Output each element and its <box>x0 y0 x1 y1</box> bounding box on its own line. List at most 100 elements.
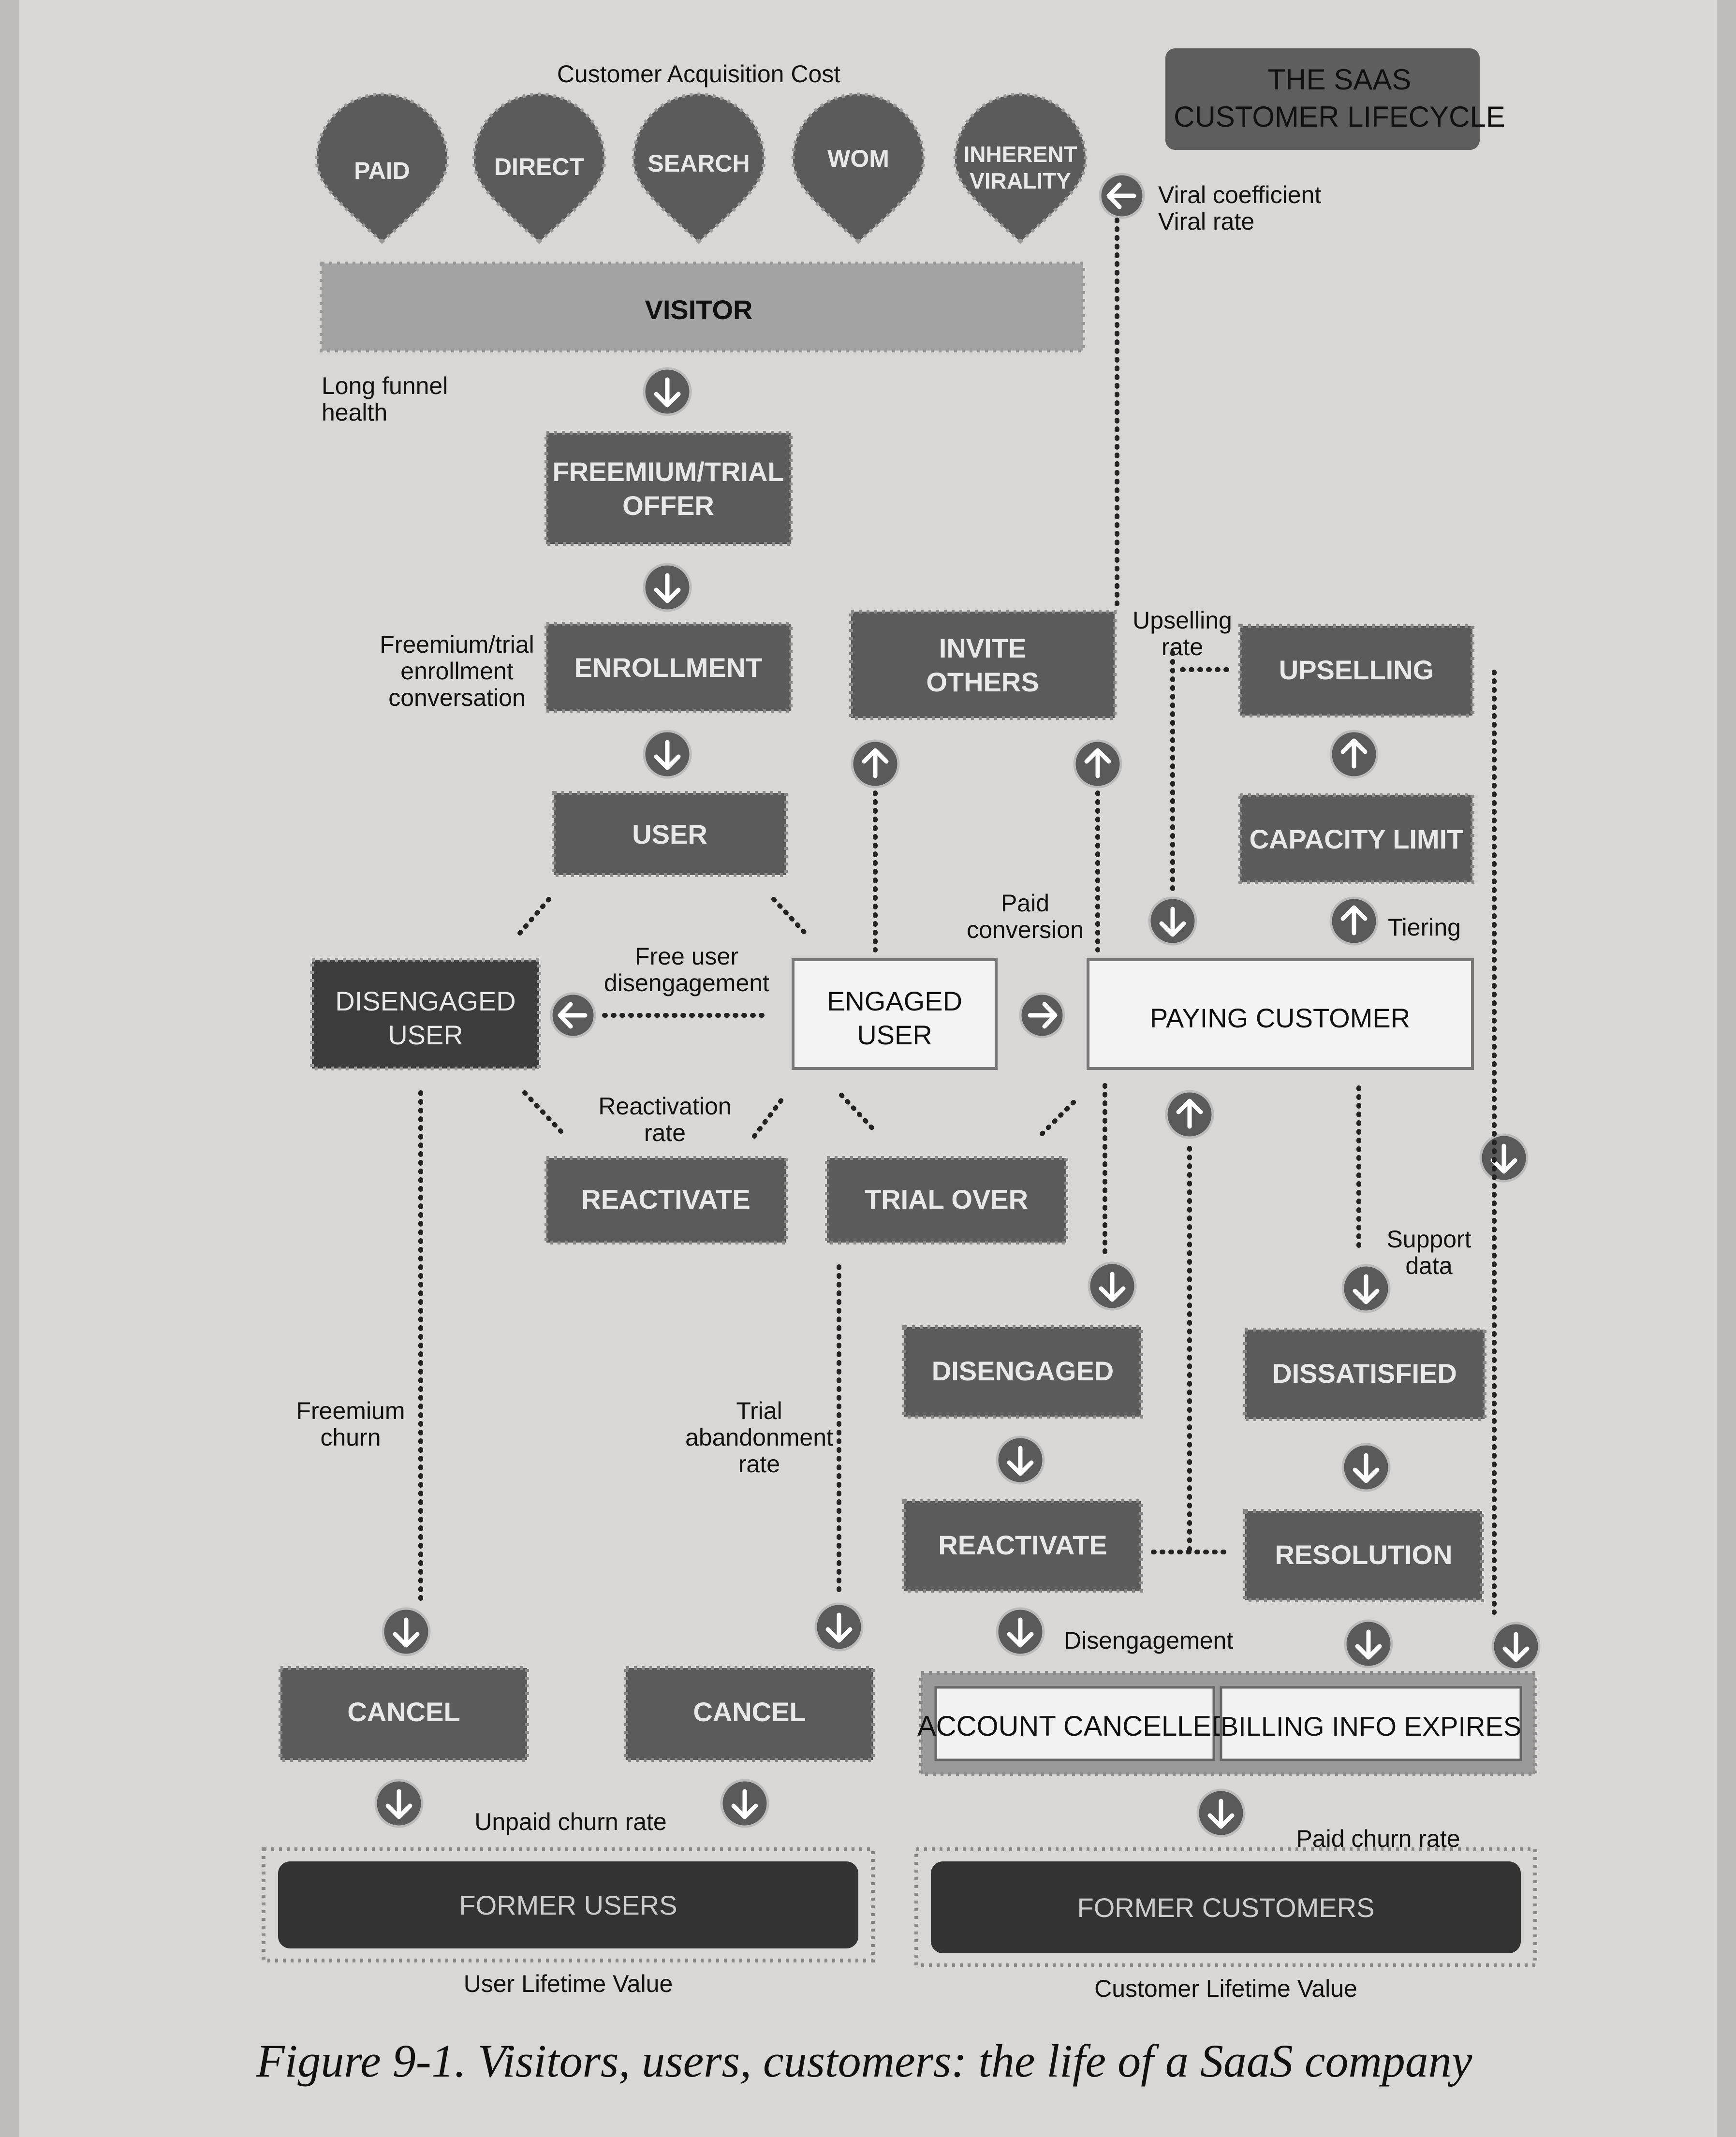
engaged-user-label-1: ENGAGED <box>827 986 962 1016</box>
trial-abandonment-label-3: rate <box>738 1450 780 1478</box>
freemium-churn-label-1: Freemium <box>296 1397 405 1424</box>
freemium-trial-offer-box: FREEMIUM/TRIAL OFFER <box>544 431 793 546</box>
arrow-down-icon <box>1491 1622 1541 1671</box>
paying-customer-label: PAYING CUSTOMER <box>1150 1003 1410 1033</box>
free-disengagement-label-2: disengagement <box>604 969 769 996</box>
engaged-user-label-2: USER <box>857 1020 932 1050</box>
channel-drop-direct: DIRECT <box>472 92 606 244</box>
reactivate-paid-label: REACTIVATE <box>938 1530 1107 1560</box>
viral-coefficient-label: Viral coefficient <box>1158 181 1321 208</box>
acquisition-cost-label: Customer Acquisition Cost <box>557 60 840 88</box>
arrow-down-icon <box>1148 896 1197 946</box>
user-label: USER <box>632 819 707 849</box>
badge-line-2: CUSTOMER LIFECYCLE <box>1174 101 1505 133</box>
upselling-rate-label-1: Upselling <box>1133 607 1232 634</box>
cancel-users-label: CANCEL <box>347 1697 460 1727</box>
arrow-left-icon <box>550 992 596 1039</box>
upselling-box: UPSELLING <box>1238 624 1474 717</box>
engaged-user-box: ENGAGED USER <box>792 958 998 1070</box>
arrow-down-icon <box>643 730 692 779</box>
arrow-down-icon <box>382 1607 431 1656</box>
dissatisfied-label: DISSATISFIED <box>1272 1358 1457 1389</box>
reactivate-paid-box: REACTIVATE <box>902 1499 1143 1593</box>
arrow-up-icon <box>1329 730 1379 779</box>
invite-others-box: INVITE OTHERS <box>849 610 1117 720</box>
reactivate-label: REACTIVATE <box>581 1184 750 1215</box>
channel-paid-label: PAID <box>354 157 410 184</box>
tiering-label: Tiering <box>1388 914 1461 941</box>
paying-customer-box: PAYING CUSTOMER <box>1087 958 1474 1070</box>
channel-drop-inherent-virality: INHERENT VIRALITY <box>953 92 1088 244</box>
paid-conversion-label-1: Paid <box>1001 890 1049 917</box>
trial-abandonment-label-2: abandonment <box>685 1424 833 1451</box>
freemium-churn-label-2: churn <box>320 1424 381 1451</box>
arrow-down-icon <box>643 563 692 612</box>
arrow-down-icon <box>1341 1443 1391 1492</box>
reactivation-rate-label-1: Reactivation <box>598 1093 731 1120</box>
resolution-box: RESOLUTION <box>1243 1509 1484 1602</box>
former-users-box: FORMER USERS <box>262 1847 875 1962</box>
visitor-label: VISITOR <box>645 294 752 325</box>
arrow-up-icon <box>1329 896 1379 946</box>
former-users-label: FORMER USERS <box>459 1890 677 1920</box>
enrollment-conv-label-1: Freemium/trial <box>380 631 534 658</box>
paid-churn-label: Paid churn rate <box>1296 1825 1460 1852</box>
user-box: USER <box>552 791 788 877</box>
long-funnel-label-1: Long funnel <box>322 372 448 399</box>
enrollment-label: ENROLLMENT <box>574 652 763 683</box>
channel-direct-label: DIRECT <box>494 153 584 180</box>
disengaged-user-label-1: DISENGAGED <box>335 986 515 1016</box>
arrow-down-icon <box>996 1607 1045 1656</box>
disengaged-user-box: DISENGAGED USER <box>310 958 541 1070</box>
upselling-rate-label-2: rate <box>1162 633 1203 660</box>
figure-caption: Figure 9-1. Visitors, users, customers: … <box>256 2035 1472 2087</box>
disengaged-label: DISENGAGED <box>932 1356 1114 1386</box>
cancellation-group: ACCOUNT CANCELLED BILLING INFO EXPIRES <box>917 1671 1537 1776</box>
trial-over-box: TRIAL OVER <box>825 1156 1068 1244</box>
cancel-box-users: CANCEL <box>279 1666 529 1762</box>
upselling-label: UPSELLING <box>1279 655 1434 685</box>
channel-inherent-label: INHERENT <box>963 142 1077 167</box>
channel-drop-search: SEARCH <box>632 92 766 244</box>
channel-search-label: SEARCH <box>647 150 750 177</box>
arrow-down-icon <box>1196 1788 1246 1838</box>
trial-over-label: TRIAL OVER <box>865 1184 1028 1215</box>
freemium-offer-label-1: FREEMIUM/TRIAL <box>552 456 784 487</box>
arrow-right-icon <box>1019 992 1065 1039</box>
visitor-box: VISITOR <box>320 262 1085 352</box>
billing-info-expires-label: BILLING INFO EXPIRES <box>1221 1711 1521 1742</box>
viral-rate-label: Viral rate <box>1158 208 1254 235</box>
free-disengagement-label-1: Free user <box>635 943 738 970</box>
unpaid-churn-label: Unpaid churn rate <box>474 1808 666 1835</box>
former-customers-label: FORMER CUSTOMERS <box>1077 1892 1375 1923</box>
channel-drop-paid: PAID <box>315 92 449 244</box>
former-customers-box: FORMER CUSTOMERS <box>914 1847 1537 1967</box>
arrow-down-icon <box>720 1779 769 1828</box>
disengaged-box: DISENGAGED <box>902 1325 1143 1419</box>
dissatisfied-box: DISSATISFIED <box>1243 1328 1486 1421</box>
channel-virality-label: VIRALITY <box>970 168 1071 193</box>
support-data-label-1: Support <box>1386 1226 1471 1253</box>
title-badge: THE SAAS CUSTOMER LIFECYCLE <box>1165 48 1505 150</box>
account-cancelled-label: ACCOUNT CANCELLED <box>917 1711 1232 1742</box>
trial-abandonment-label-1: Trial <box>736 1397 782 1424</box>
paid-conversion-label-2: conversion <box>967 916 1084 943</box>
user-lifetime-value-label: User Lifetime Value <box>464 1970 673 1997</box>
support-data-label-2: data <box>1405 1252 1453 1279</box>
badge-line-1: THE SAAS <box>1268 63 1412 96</box>
arrow-up-icon <box>1073 739 1122 789</box>
disengagement-label: Disengagement <box>1064 1627 1233 1654</box>
arrow-down-icon <box>1479 1133 1529 1183</box>
capacity-limit-label: CAPACITY LIMIT <box>1250 824 1464 854</box>
invite-label-1: INVITE <box>939 633 1026 663</box>
resolution-label: RESOLUTION <box>1275 1539 1452 1570</box>
reactivation-rate-label-2: rate <box>644 1119 686 1146</box>
enrollment-conv-label-3: conversation <box>388 684 526 711</box>
channel-wom-label: WOM <box>827 145 889 172</box>
arrow-up-icon <box>851 739 900 789</box>
arrow-down-icon <box>643 367 692 416</box>
customer-lifetime-value-label: Customer Lifetime Value <box>1094 1975 1357 2002</box>
enrollment-box: ENROLLMENT <box>544 622 793 713</box>
